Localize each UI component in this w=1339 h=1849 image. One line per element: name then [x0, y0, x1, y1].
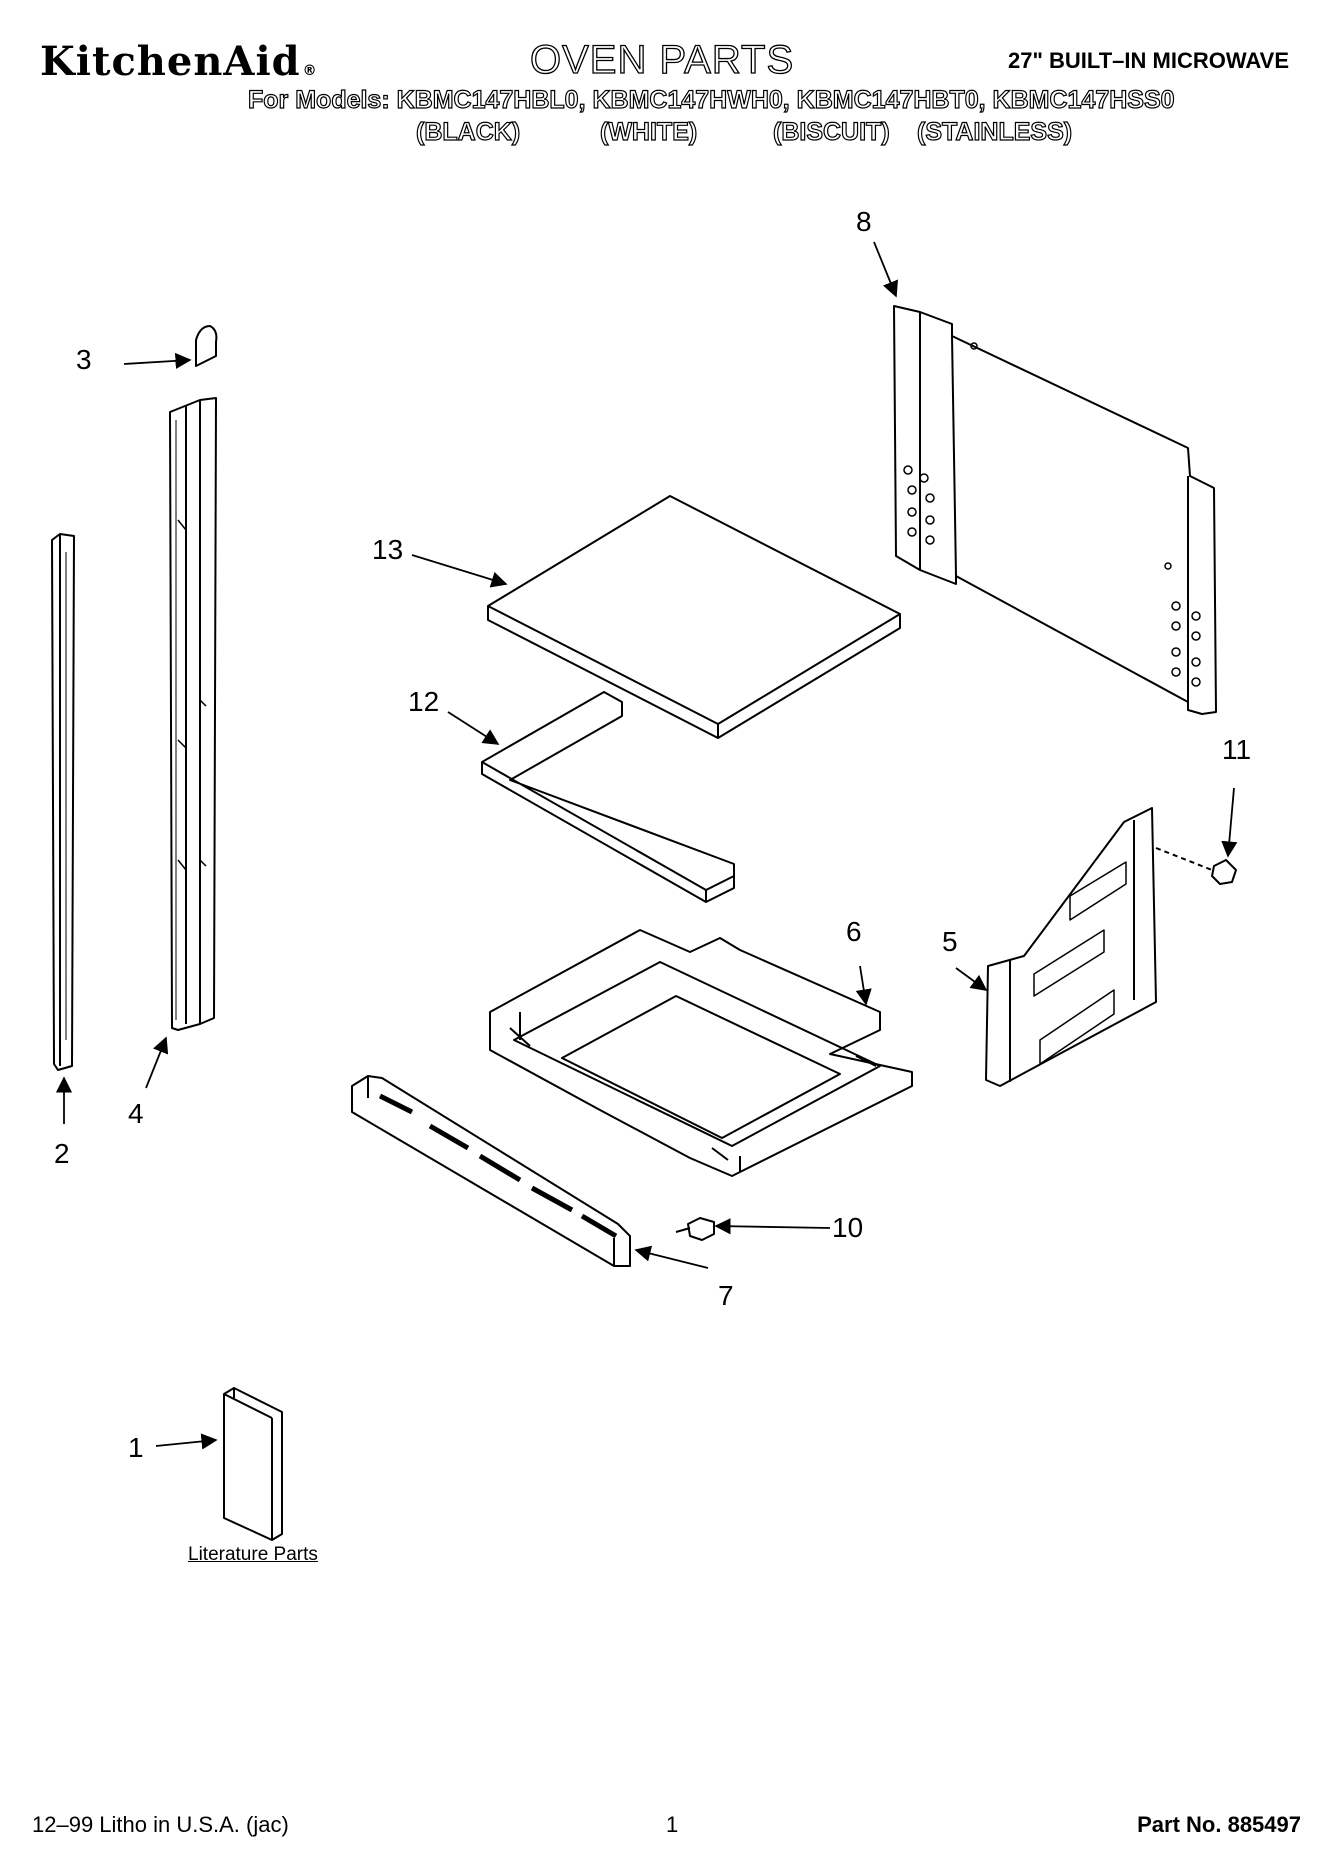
part-8-side-panel	[893, 305, 1217, 715]
part-12-spacer	[481, 691, 735, 891]
part-3-cap	[195, 325, 218, 367]
callout-8: 8	[856, 206, 872, 237]
product-type: 27" BUILT–IN MICROWAVE	[1008, 48, 1289, 73]
callout-12: 12	[408, 686, 440, 717]
brand-logo: KitchenAid®	[40, 38, 318, 85]
page-title: OVEN PARTS	[529, 37, 795, 82]
part-number: Part No. 885497	[1137, 1812, 1301, 1837]
part-11-screw	[1211, 859, 1237, 885]
literature-parts-label: Literature Parts	[188, 1544, 318, 1565]
callout-1: 1	[128, 1432, 144, 1463]
callout-6: 6	[846, 916, 862, 947]
part-10-screw	[687, 1217, 715, 1241]
callout-3: 3	[76, 344, 92, 375]
callout-2: 2	[54, 1138, 70, 1169]
callout-5: 5	[942, 926, 958, 957]
callout-7: 7	[718, 1280, 734, 1311]
part-2-trim-strip	[51, 533, 75, 1071]
page-number: 1	[666, 1812, 679, 1837]
callout-10: 10	[832, 1212, 864, 1243]
part-13-top-panel	[487, 495, 901, 725]
color-black: (BLACK)	[415, 117, 521, 146]
litho-line: 12–99 Litho in U.S.A. (jac)	[32, 1812, 289, 1837]
part-6-tray	[489, 929, 913, 1177]
part-1-literature	[223, 1387, 283, 1541]
color-white: (WHITE)	[599, 117, 698, 146]
color-biscuit: (BISCUIT)	[772, 117, 890, 146]
color-stainless: (STAINLESS)	[916, 117, 1073, 146]
callout-13: 13	[372, 534, 404, 565]
callout-4: 4	[128, 1098, 144, 1129]
models-line: For Models: KBMC147HBL0, KBMC147HWH0, KB…	[247, 85, 1175, 114]
part-4-side-rail	[169, 397, 217, 1031]
part-5-bracket	[985, 807, 1157, 1087]
callout-11: 11	[1222, 734, 1252, 765]
part-7-grille	[351, 1075, 631, 1267]
